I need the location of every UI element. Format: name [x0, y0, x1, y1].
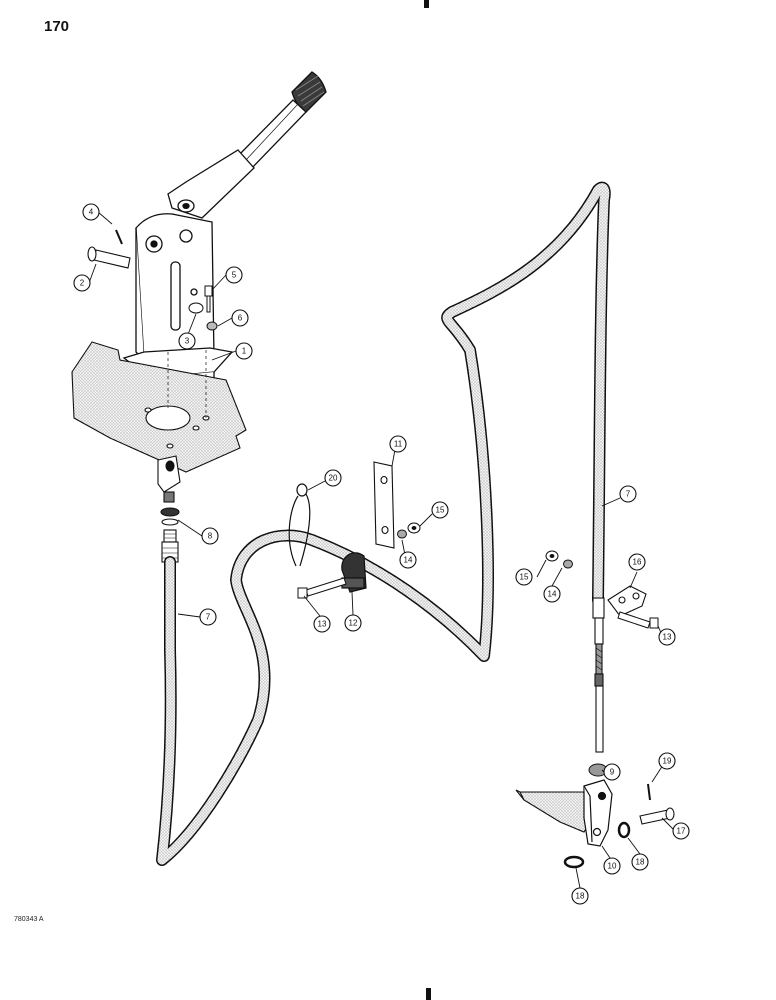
lever-bracket — [122, 213, 234, 387]
callout-14-right: 14 — [543, 585, 561, 603]
washer-18-right — [617, 821, 631, 839]
lockwasher-14-center — [397, 529, 407, 539]
callout-15-center: 15 — [431, 501, 449, 519]
pin-17 — [639, 807, 675, 825]
callout-18-left: 18 — [571, 887, 589, 905]
callout-6: 6 — [231, 309, 249, 327]
svg-text:9: 9 — [610, 768, 615, 777]
callout-7-right: 7 — [619, 485, 637, 503]
svg-text:19: 19 — [663, 757, 672, 766]
tie-strap-20 — [288, 483, 311, 567]
callout-14-center: 14 — [399, 551, 417, 569]
clevis-pin — [87, 246, 131, 269]
bolt-5 — [204, 285, 213, 313]
callout-4: 4 — [82, 203, 100, 221]
callout-15-right: 15 — [515, 568, 533, 586]
mounting-plate — [71, 341, 247, 473]
svg-text:17: 17 — [677, 827, 686, 836]
svg-text:12: 12 — [349, 619, 358, 628]
svg-text:5: 5 — [232, 271, 237, 280]
svg-text:20: 20 — [329, 474, 338, 483]
svg-text:10: 10 — [608, 862, 617, 871]
svg-text:13: 13 — [318, 620, 327, 629]
svg-text:14: 14 — [548, 590, 557, 599]
callout-17: 17 — [672, 822, 690, 840]
cable-bracket-16 — [607, 585, 647, 617]
svg-text:1: 1 — [242, 347, 247, 356]
support-strap-11 — [373, 461, 395, 549]
cable-clamp-12 — [341, 552, 367, 593]
cable-clevis — [157, 455, 181, 563]
callout-16: 16 — [628, 553, 646, 571]
callout-11: 11 — [389, 435, 407, 453]
svg-text:15: 15 — [520, 573, 529, 582]
washer-18-left — [563, 855, 585, 869]
svg-text:16: 16 — [633, 558, 642, 567]
svg-text:2: 2 — [80, 279, 85, 288]
page-edge-mark-bottom — [426, 988, 431, 1000]
callout-1: 1 — [235, 342, 253, 360]
svg-text:6: 6 — [238, 314, 243, 323]
brake-lever-handle — [167, 71, 327, 219]
svg-text:3: 3 — [185, 337, 190, 346]
callout-7-left: 7 — [199, 608, 217, 626]
callout-12: 12 — [344, 614, 362, 632]
lock-nut-6 — [206, 321, 218, 331]
figure-id: 780343 A — [14, 916, 44, 923]
svg-text:13: 13 — [663, 633, 672, 642]
svg-text:18: 18 — [636, 858, 645, 867]
svg-text:7: 7 — [206, 613, 211, 622]
svg-text:15: 15 — [436, 506, 445, 515]
svg-text:4: 4 — [89, 208, 94, 217]
callout-2: 2 — [73, 274, 91, 292]
bolt-13-right — [617, 611, 659, 629]
clevis-10 — [583, 779, 613, 847]
cable-end-fitting — [592, 597, 605, 753]
callout-8: 8 — [201, 527, 219, 545]
callout-10: 10 — [603, 857, 621, 875]
svg-text:11: 11 — [394, 440, 403, 449]
svg-text:8: 8 — [208, 532, 213, 541]
callout-20: 20 — [324, 469, 342, 487]
washer-3 — [188, 302, 204, 314]
callout-9: 9 — [603, 763, 621, 781]
svg-text:14: 14 — [404, 556, 413, 565]
page-number: 170 — [44, 18, 70, 35]
bolt-13-center — [297, 577, 347, 599]
callout-13-right: 13 — [658, 628, 676, 646]
callout-3: 3 — [178, 332, 196, 350]
page-edge-mark-top — [424, 0, 429, 8]
callout-5: 5 — [225, 266, 243, 284]
cotter-pin-19 — [647, 783, 651, 801]
cotter-pin — [115, 229, 123, 245]
callout-13-center: 13 — [313, 615, 331, 633]
svg-text:7: 7 — [626, 490, 631, 499]
lockwasher-14-right — [563, 559, 573, 569]
callout-19: 19 — [658, 752, 676, 770]
callout-18-right: 18 — [631, 853, 649, 871]
svg-text:18: 18 — [576, 892, 585, 901]
